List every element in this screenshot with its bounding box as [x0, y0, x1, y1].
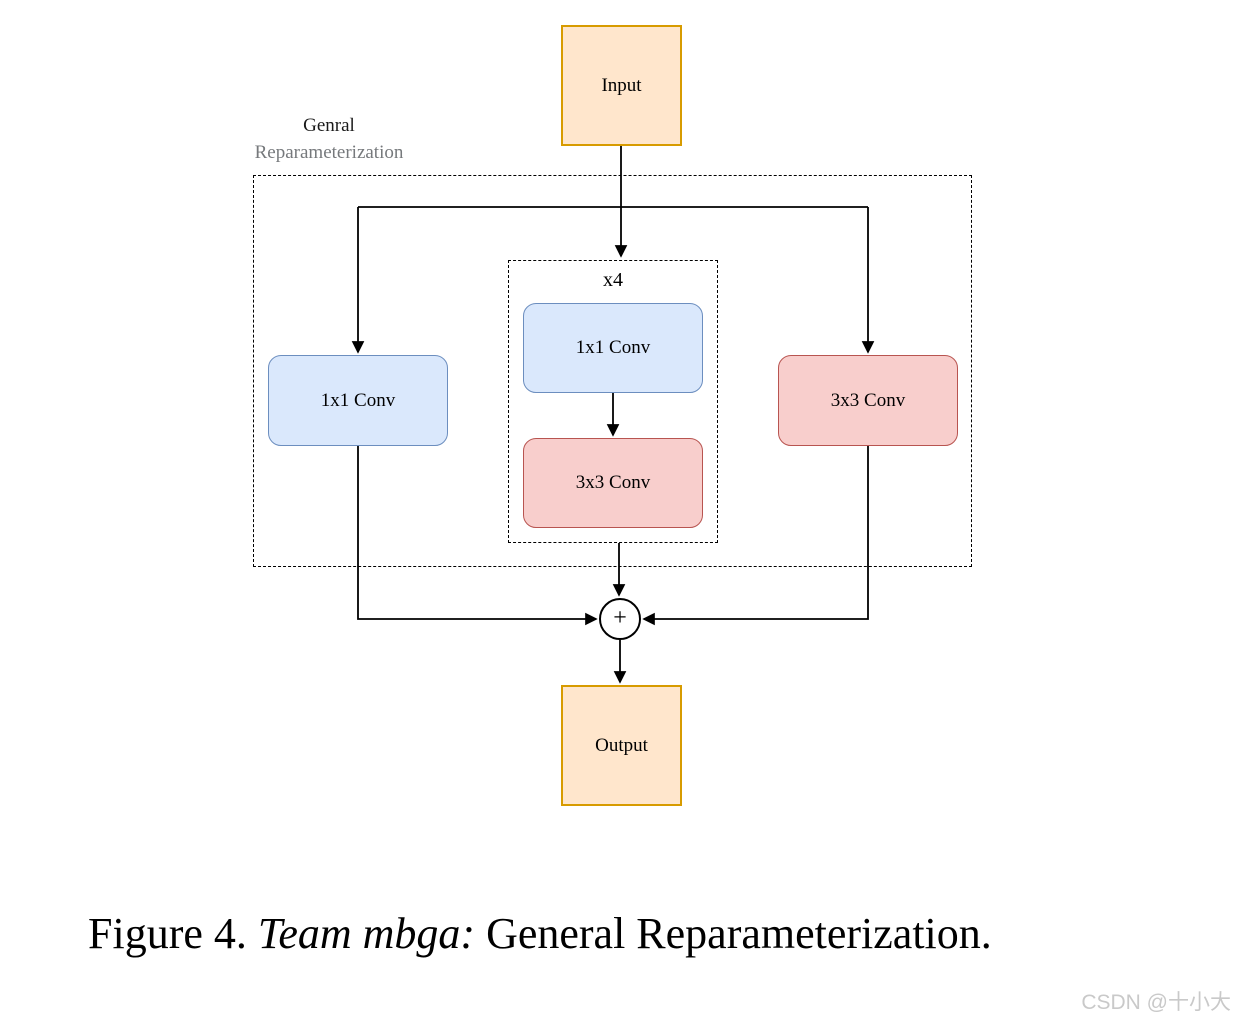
- reparameterization-group-frame: [253, 175, 972, 567]
- add-node: +: [599, 598, 641, 640]
- add-node-label: +: [613, 605, 627, 631]
- figure-caption-number: Figure 4.: [88, 909, 258, 958]
- input-node-label: Input: [601, 74, 642, 96]
- repeat-count-label: x4: [603, 269, 623, 291]
- repeat-conv1-node-label: 1x1 Conv: [575, 337, 651, 358]
- repeat-conv2-node: 3x3 Conv: [523, 438, 703, 528]
- group-title-line2: Reparameterization: [254, 142, 404, 163]
- output-node-label: Output: [595, 734, 648, 756]
- output-node: Output: [561, 685, 682, 806]
- figure-caption: Figure 4. Team mbga: General Reparameter…: [88, 908, 1188, 959]
- repeat-conv2-node-label: 3x3 Conv: [575, 472, 651, 493]
- right-conv-node-label: 3x3 Conv: [830, 389, 906, 411]
- left-conv-node: 1x1 Conv: [268, 355, 448, 446]
- repeat-conv1-node: 1x1 Conv: [523, 303, 703, 393]
- group-title: Genral Reparameterization: [238, 112, 420, 166]
- watermark-text: CSDN @十小大: [1081, 991, 1231, 1014]
- repeat-group-frame: x4: [508, 260, 718, 543]
- figure-caption-team: Team mbga:: [257, 909, 476, 958]
- group-title-line1: Genral: [303, 115, 355, 136]
- input-node: Input: [561, 25, 682, 146]
- right-conv-node: 3x3 Conv: [778, 355, 958, 446]
- left-conv-node-label: 1x1 Conv: [320, 389, 396, 411]
- figure-caption-title: General Reparameterization.: [475, 909, 992, 958]
